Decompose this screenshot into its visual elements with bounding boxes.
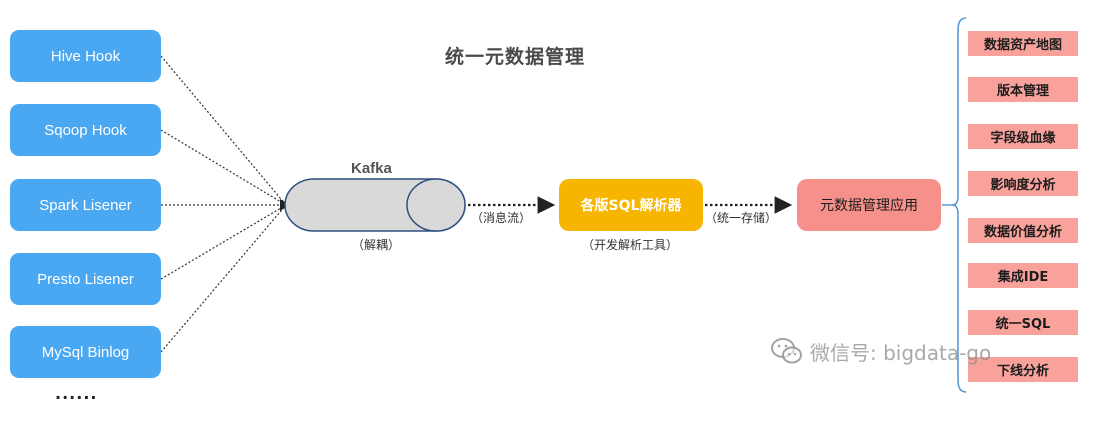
feature-item: 数据价值分析	[968, 218, 1078, 243]
metadata-app-node: 元数据管理应用	[797, 179, 941, 231]
kafka-cylinder	[284, 178, 466, 232]
source-to-kafka-lines	[160, 55, 287, 353]
unified-storage-label: （统一存储）	[705, 211, 778, 225]
parser-caption: （开发解析工具）	[582, 238, 679, 252]
feature-item: 版本管理	[968, 77, 1078, 102]
feature-item: 统一SQL	[968, 310, 1078, 335]
kafka-label: Kafka	[351, 160, 392, 177]
source-hive-hook: Hive Hook	[10, 30, 161, 82]
feature-item: 影响度分析	[968, 171, 1078, 196]
wechat-icon	[771, 338, 802, 364]
source-mysql-binlog: MySql Binlog	[10, 326, 161, 378]
source-sqoop-hook: Sqoop Hook	[10, 104, 161, 156]
feature-bracket	[951, 17, 967, 393]
watermark-text: 微信号: bigdata-go	[810, 340, 992, 365]
feature-item: 下线分析	[968, 357, 1078, 382]
diagram-title: 统一元数据管理	[445, 46, 586, 68]
feature-item: 字段级血缘	[968, 124, 1078, 149]
source-presto-lisener: Presto Lisener	[10, 253, 161, 305]
sql-parser-node: 各版SQL解析器	[559, 179, 703, 231]
kafka-caption: （解耦）	[352, 238, 401, 252]
feature-item: 数据资产地图	[968, 31, 1078, 56]
sources-more-ellipsis: ......	[55, 384, 98, 403]
wechat-watermark: 微信号: bigdata-go	[770, 336, 991, 366]
source-spark-lisener: Spark Lisener	[10, 179, 161, 231]
message-stream-label: （消息流）	[471, 211, 532, 225]
feature-item: 集成IDE	[968, 263, 1078, 288]
